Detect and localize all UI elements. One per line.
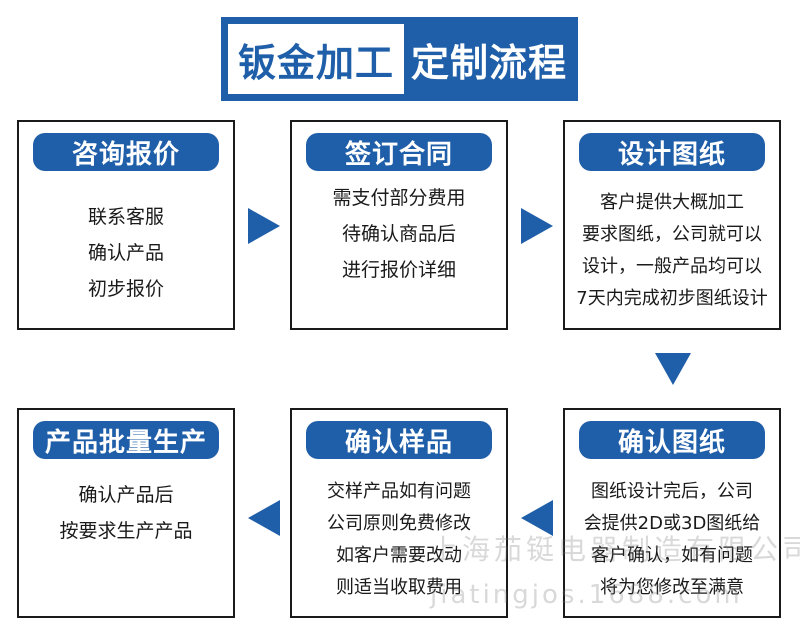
step-line: 公司原则免费修改 xyxy=(327,513,471,534)
step-line: 将为您修改至满意 xyxy=(600,577,744,598)
step-title-sample: 确认样品 xyxy=(306,421,492,459)
arrow-left-icon xyxy=(248,500,280,536)
step-line: 要求图纸，公司就可以 xyxy=(582,224,762,245)
step-line: 客户确认，如有问题 xyxy=(591,545,753,566)
step-line: 图纸设计完后，公司 xyxy=(591,481,753,502)
title-right: 定制流程 xyxy=(410,40,567,85)
step-line: 进行报价详细 xyxy=(341,259,456,281)
step-line: 如客户需要改动 xyxy=(336,545,462,566)
step-line: 确认产品 xyxy=(87,242,164,264)
step-line: 需支付部分费用 xyxy=(332,187,466,209)
step-card-consult: 咨询报价 联系客服 确认产品 初步报价 xyxy=(17,120,235,330)
title-left: 钣金加工 xyxy=(228,24,404,94)
step-line: 联系客服 xyxy=(87,206,164,228)
step-card-sample: 确认样品 交样产品如有问题 公司原则免费修改 如客户需要改动 则适当收取费用 xyxy=(290,408,508,618)
step-line: 则适当收取费用 xyxy=(336,577,462,598)
step-line: 待确认商品后 xyxy=(341,223,456,245)
step-line: 客户提供大概加工 xyxy=(600,192,744,213)
watermark-url: jiatingjos.1688.com xyxy=(430,580,743,610)
step-body-consult: 联系客服 确认产品 初步报价 xyxy=(19,184,233,322)
step-body-mass-production: 确认产品后 按要求生产产品 xyxy=(19,476,233,550)
arrow-down-icon xyxy=(655,353,691,385)
step-title-design: 设计图纸 xyxy=(579,133,765,171)
title-banner: 钣金加工 定制流程 xyxy=(221,17,578,101)
step-body-sample: 交样产品如有问题 公司原则免费修改 如客户需要改动 则适当收取费用 xyxy=(292,470,506,610)
step-line: 交样产品如有问题 xyxy=(327,481,471,502)
arrow-left-icon xyxy=(521,500,553,536)
step-card-confirm-drawing: 确认图纸 图纸设计完后，公司 会提供2D或3D图纸给 客户确认，如有问题 将为您… xyxy=(563,408,781,618)
step-card-design: 设计图纸 客户提供大概加工 要求图纸，公司就可以 设计，一般产品均可以 7天内完… xyxy=(563,120,781,330)
step-title-contract: 签订合同 xyxy=(306,133,492,171)
step-line: 设计，一般产品均可以 xyxy=(582,256,762,277)
arrow-right-icon xyxy=(248,208,280,244)
step-line: 会提供2D或3D图纸给 xyxy=(583,513,761,534)
step-line: 确认产品后 xyxy=(78,484,174,506)
watermark-company: 上海茄铤电器制造有限公司 xyxy=(430,533,800,566)
arrow-right-icon xyxy=(521,208,553,244)
step-line: 初步报价 xyxy=(87,278,164,300)
step-title-confirm-drawing: 确认图纸 xyxy=(579,421,765,459)
step-line: 按要求生产产品 xyxy=(59,520,193,542)
step-card-contract: 签订合同 需支付部分费用 待确认商品后 进行报价详细 xyxy=(290,120,508,330)
step-body-confirm-drawing: 图纸设计完后，公司 会提供2D或3D图纸给 客户确认，如有问题 将为您修改至满意 xyxy=(565,470,779,610)
step-body-design: 客户提供大概加工 要求图纸，公司就可以 设计，一般产品均可以 7天内完成初步图纸… xyxy=(565,180,779,322)
step-title-consult: 咨询报价 xyxy=(33,133,219,171)
step-card-mass-production: 产品批量生产 确认产品后 按要求生产产品 xyxy=(17,408,235,618)
step-line: 7天内完成初步图纸设计 xyxy=(576,288,768,309)
step-body-contract: 需支付部分费用 待确认商品后 进行报价详细 xyxy=(292,187,506,281)
step-title-mass-production: 产品批量生产 xyxy=(33,421,219,459)
